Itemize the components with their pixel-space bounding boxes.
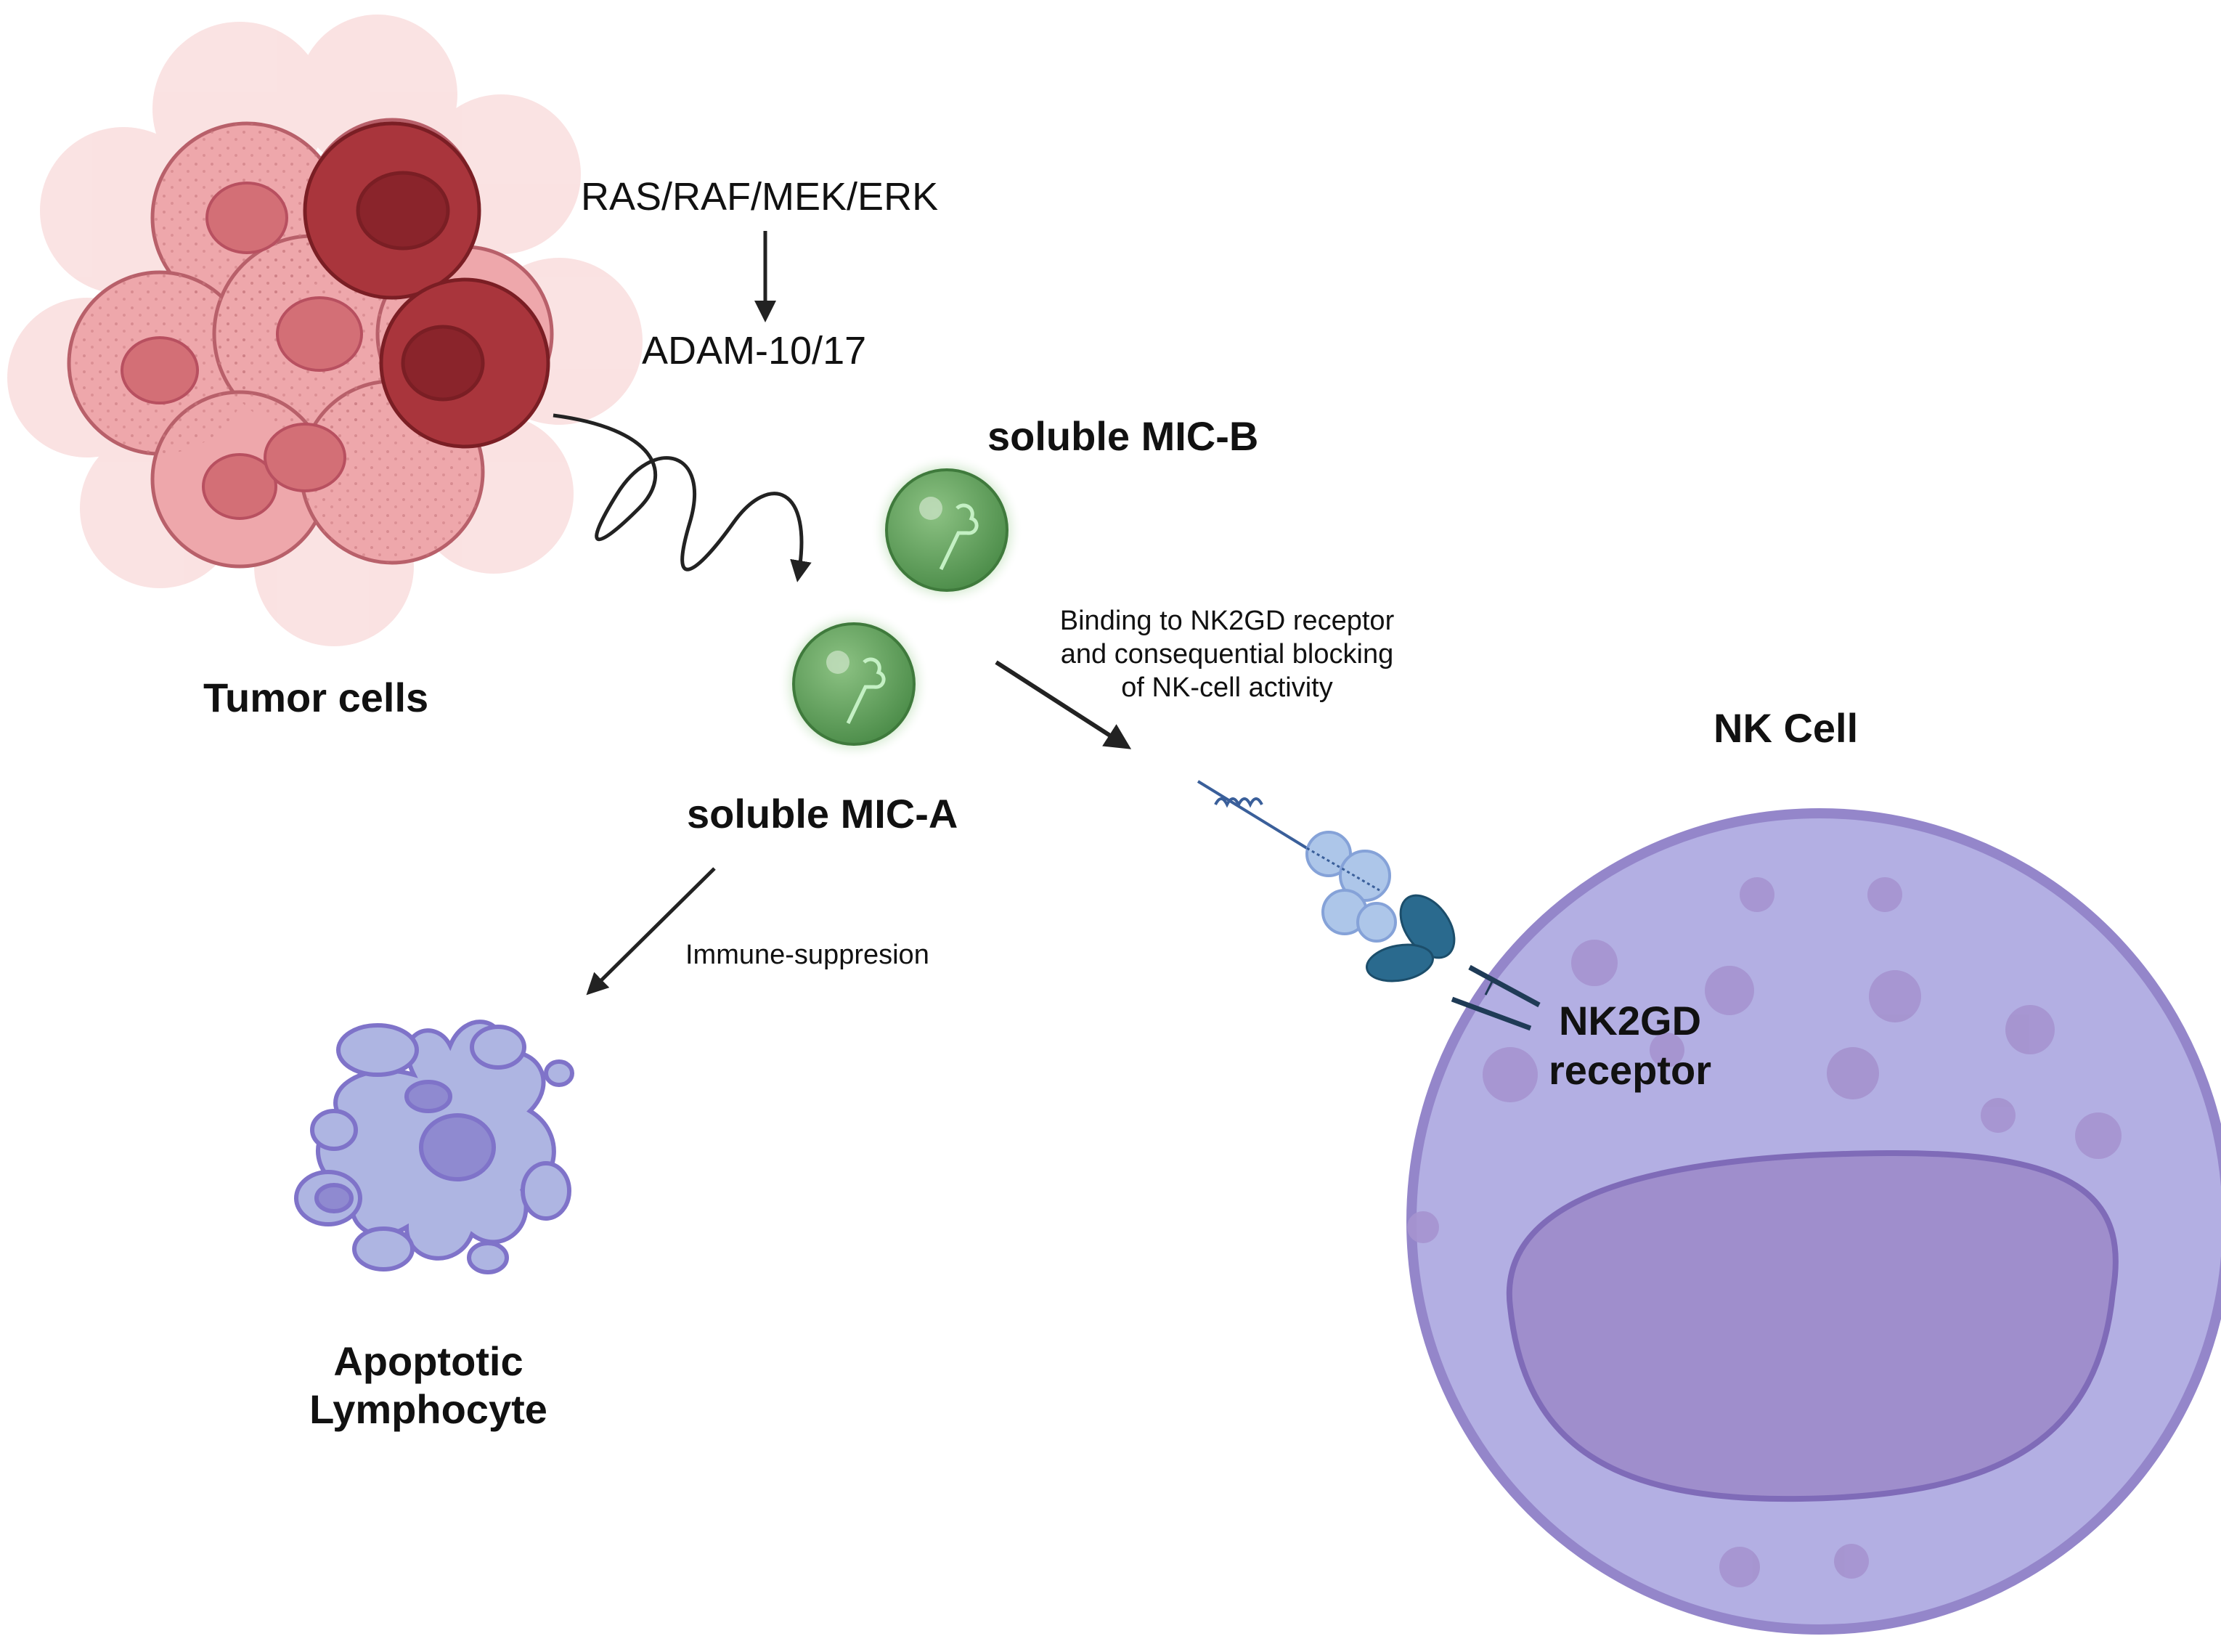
binding-line-3: of NK-cell activity xyxy=(1121,672,1333,703)
nk-granules xyxy=(1407,877,2122,1587)
receptor-line-2: receptor xyxy=(1548,1047,1712,1093)
tumor-cells-label: Tumor cells xyxy=(203,675,429,720)
nk-cell-label: NK Cell xyxy=(1713,705,1859,751)
binding-arrow xyxy=(995,660,1132,749)
apoptotic-line-2: Lymphocyte xyxy=(309,1386,547,1432)
apoptotic-line-1: Apoptotic xyxy=(333,1338,523,1384)
nk2gd-receptor-structure xyxy=(1366,894,1541,1031)
nk2gd-receptor-label: NK2GD receptor xyxy=(1539,996,1721,1095)
pathway-label: RAS/RAF/MEK/ERK xyxy=(581,175,939,219)
adam-label: ADAM-10/17 xyxy=(642,329,867,373)
apoptotic-lymphocyte-label: Apoptotic Lymphocyte xyxy=(276,1338,581,1433)
soluble-mic-b-molecule xyxy=(871,454,1023,606)
immune-suppression-label: Immune-suppresion xyxy=(685,940,929,970)
receptor-line-1: NK2GD xyxy=(1558,998,1702,1043)
tumor-dark-cells xyxy=(303,121,550,449)
soluble-mic-a-label: soluble MIC-A xyxy=(687,791,958,837)
tumor-nuclei xyxy=(121,182,363,520)
soluble-mic-a-molecule xyxy=(778,608,930,760)
nk-cell xyxy=(1406,808,2221,1635)
bound-mic-ligand xyxy=(1197,780,1397,943)
apoptotic-lymphocyte xyxy=(294,1020,574,1274)
binding-line-2: and consequential blocking xyxy=(1060,639,1394,670)
binding-line-1: Binding to NK2GD receptor xyxy=(1059,606,1395,636)
tumor-cells-cluster xyxy=(7,15,643,646)
soluble-mic-b-label: soluble MIC-B xyxy=(987,413,1259,459)
secretion-wavy-arrow xyxy=(553,413,812,582)
immune-suppression-arrow xyxy=(586,867,716,996)
binding-description: Binding to NK2GD receptor and consequent… xyxy=(1031,604,1423,704)
